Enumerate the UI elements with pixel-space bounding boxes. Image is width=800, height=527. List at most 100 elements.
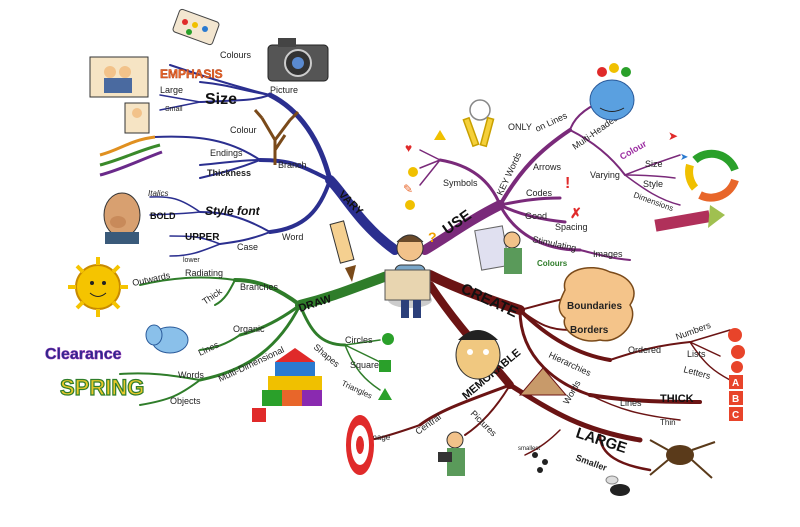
vary-large-label: Large	[160, 85, 183, 95]
three-d-arrow-image	[654, 205, 725, 232]
use-good-label: Good	[525, 211, 547, 221]
create-lines-label: Lines	[620, 398, 642, 408]
small-insects-image	[532, 452, 548, 473]
exclamation-icon: !	[565, 175, 570, 192]
cartoon-face-image	[103, 192, 141, 244]
draw-outwards-label: Outwards	[131, 270, 171, 288]
svg-text:✎: ✎	[403, 182, 413, 196]
wasp-image	[605, 475, 630, 496]
letter-b: B	[732, 394, 739, 405]
vary-italics-label: Italics	[148, 189, 168, 198]
keys-image	[462, 99, 495, 148]
letter-badges: A B C	[728, 328, 745, 421]
use-codes-label: Codes	[526, 188, 553, 198]
blue-arrow-icon: ➤	[680, 152, 688, 163]
toy-blocks-image	[252, 348, 322, 422]
use-varying-label: Varying	[590, 170, 620, 180]
vary-colour-label: Colour	[230, 125, 257, 135]
use-spacing-label: Spacing	[555, 222, 588, 232]
draw-squares-label: Squares	[350, 360, 384, 370]
use-branch	[419, 97, 681, 261]
memorable-pictures-label: Pictures	[469, 408, 499, 438]
triangle-icon	[378, 388, 392, 400]
memorable-smallest-label: smallest	[518, 446, 540, 452]
photographer-image	[438, 431, 465, 476]
draw-objects-label: Objects	[170, 396, 201, 406]
vary-case-label: Case	[237, 242, 258, 252]
cartoon-head-image	[455, 330, 501, 380]
spider-image	[649, 439, 716, 479]
vary-bold-label: BOLD	[150, 211, 176, 221]
use-only-label: ONLY	[508, 122, 532, 132]
use-symbols-label: Symbols	[443, 178, 478, 188]
blue-creature-image	[145, 324, 189, 354]
camera-icon	[267, 38, 329, 82]
create-boundaries-label: Boundaries	[567, 301, 622, 312]
vary-word-label: Word	[282, 232, 303, 242]
vary-colours-label: Colours	[220, 50, 252, 60]
boundary-shape	[558, 267, 635, 342]
create-letters-label: Letters	[682, 364, 712, 381]
vary-picture-label: Picture	[270, 85, 298, 95]
letter-a: A	[732, 378, 739, 389]
svg-text:?: ?	[428, 229, 437, 245]
create-thick-label: THICK	[660, 393, 694, 405]
draw-branch	[119, 270, 395, 406]
draw-words-label: Words	[178, 370, 204, 380]
draw-lines-label: Lines	[197, 339, 221, 357]
symbol-icons: ♥ ✎	[403, 130, 446, 210]
draw-clearance-label: Clearance	[45, 346, 122, 363]
square-icon	[379, 360, 391, 372]
draw-radiating-label: Radiating	[185, 268, 223, 278]
create-ordered-label: Ordered	[628, 345, 661, 355]
use-images-label: Images	[593, 249, 623, 259]
pyramid-image	[518, 367, 568, 396]
red-arrow-icon: ➤	[668, 129, 678, 143]
artist-image	[474, 225, 522, 274]
cross-icon: ✗	[570, 205, 582, 221]
draw-shapes-label: Shapes	[312, 342, 342, 370]
bare-tree-image	[253, 109, 300, 165]
vary-branch	[149, 64, 400, 257]
draw-thick-label: Thick	[200, 286, 224, 307]
use-colour-label: Colour	[618, 138, 649, 161]
letter-c: C	[732, 410, 739, 421]
central-thinker-image: ?	[384, 229, 437, 318]
vary-size-label: Size	[205, 91, 237, 108]
vary-endings-label: Endings	[210, 148, 243, 158]
framed-photo-image	[89, 56, 150, 134]
use-arrows-label: Arrows	[533, 162, 562, 172]
use-stimulating-label: Stimulating	[532, 234, 578, 253]
create-label: CREATE	[458, 280, 520, 321]
create-borders-label: Borders	[570, 325, 609, 336]
use-style-label: Style	[643, 179, 663, 189]
memorable-smaller-label: Smaller	[574, 452, 608, 473]
svg-text:♥: ♥	[405, 141, 412, 155]
draw-spring-label: SPRING	[60, 375, 144, 400]
vary-small-label: Small	[165, 106, 183, 113]
create-lists-label: Lists	[687, 349, 706, 359]
use-colours-label: Colours	[537, 259, 568, 268]
circle-icon	[382, 333, 394, 345]
draw-circles-label: Circles	[345, 335, 373, 345]
vary-thickness-label: Thickness	[207, 168, 251, 178]
vary-lower-label: lower	[183, 257, 200, 264]
sun-image	[68, 257, 128, 317]
use-size-label: Size	[645, 159, 663, 169]
pencil-character-image	[329, 220, 356, 282]
use-on-lines-label: on Lines	[534, 110, 570, 134]
create-thin-label: Thin	[660, 418, 676, 427]
draw-organic-label: Organic	[233, 324, 265, 334]
memorable-image-label: Image	[368, 433, 391, 442]
vary-style-font-label: Style font	[205, 204, 261, 218]
target-image	[346, 415, 374, 475]
paint-palette-icon	[172, 8, 220, 46]
vary-branch-label: Branch	[278, 160, 307, 170]
blue-monster-image	[589, 63, 635, 121]
vary-emphasis-label: EMPHASIS	[160, 67, 223, 81]
memorable-central-label: Central	[413, 412, 443, 437]
draw-branches-label: Branches	[240, 282, 279, 292]
vary-upper-label: UPPER	[185, 232, 220, 243]
